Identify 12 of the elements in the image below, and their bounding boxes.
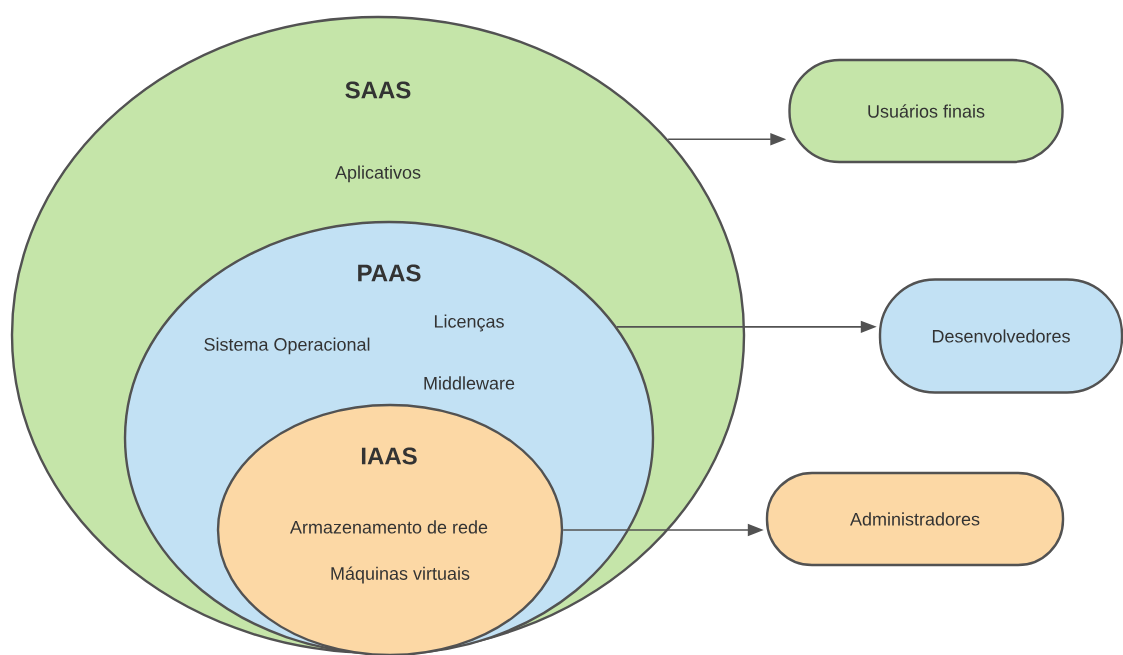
- layer-title: IAAS: [361, 447, 417, 465]
- component-label: Middleware: [424, 376, 515, 390]
- user-box: Usuários finais: [788, 58, 1064, 164]
- component-label: Licenças: [434, 314, 504, 332]
- component-label: Sistema Operacional: [204, 337, 370, 355]
- user-box: Desenvolvedores: [878, 278, 1123, 394]
- layer-title: SAAS: [345, 81, 411, 99]
- user-box: Administradores: [765, 471, 1065, 567]
- component-label: Aplicativos: [335, 165, 421, 183]
- component-label: Máquinas virtuais: [331, 566, 470, 584]
- component-label: Armazenamento de rede: [290, 520, 488, 534]
- layer-title: PAAS: [358, 264, 421, 282]
